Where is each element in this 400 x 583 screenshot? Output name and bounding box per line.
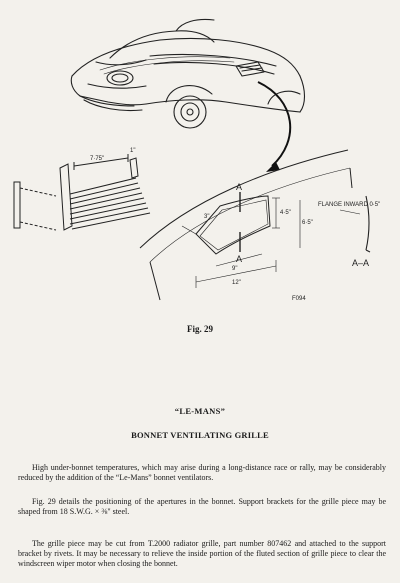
- figure-code: F094: [292, 296, 306, 302]
- article-subtitle: BONNET VENTILATING GRILLE: [131, 430, 269, 440]
- section-label: A–A: [352, 258, 369, 268]
- grille-flutes: [69, 177, 151, 230]
- paragraph-1: High under-bonnet temperatures, which ma…: [18, 463, 386, 482]
- grille-piece: [13, 154, 151, 231]
- paragraph-2: Fig. 29 details the positioning of the a…: [18, 497, 386, 516]
- dim-grille-width: 7·75": [90, 156, 104, 162]
- car-bonnet-drawing: 7·75" 1": [13, 18, 380, 302]
- section-marker-bottom: A: [236, 254, 242, 264]
- paragraph-3: The grille piece may be cut from T.2000 …: [18, 539, 386, 568]
- figure-caption: Fig. 29: [187, 324, 213, 334]
- car-outline: [70, 18, 306, 129]
- arrow-head: [266, 162, 280, 172]
- technical-illustration: 7·75" 1": [13, 18, 380, 302]
- bonnet-panel: [139, 149, 353, 301]
- dim-aperture-top: 3": [204, 214, 209, 220]
- dim-grille-depth: 1": [130, 148, 135, 154]
- dim-aperture-base: 9": [232, 266, 237, 272]
- dim-overall-length: 12": [232, 280, 241, 286]
- section-marker-top: A: [236, 182, 242, 192]
- section-detail: [339, 195, 371, 253]
- dim-aperture-height-a: 4·5": [280, 210, 291, 216]
- pointer-arrow: [257, 81, 292, 167]
- dim-aperture-height-b: 6·5": [302, 220, 313, 226]
- flange-note: FLANGE INWARD 0·5": [318, 202, 380, 208]
- article-title: “LE-MANS”: [174, 406, 226, 416]
